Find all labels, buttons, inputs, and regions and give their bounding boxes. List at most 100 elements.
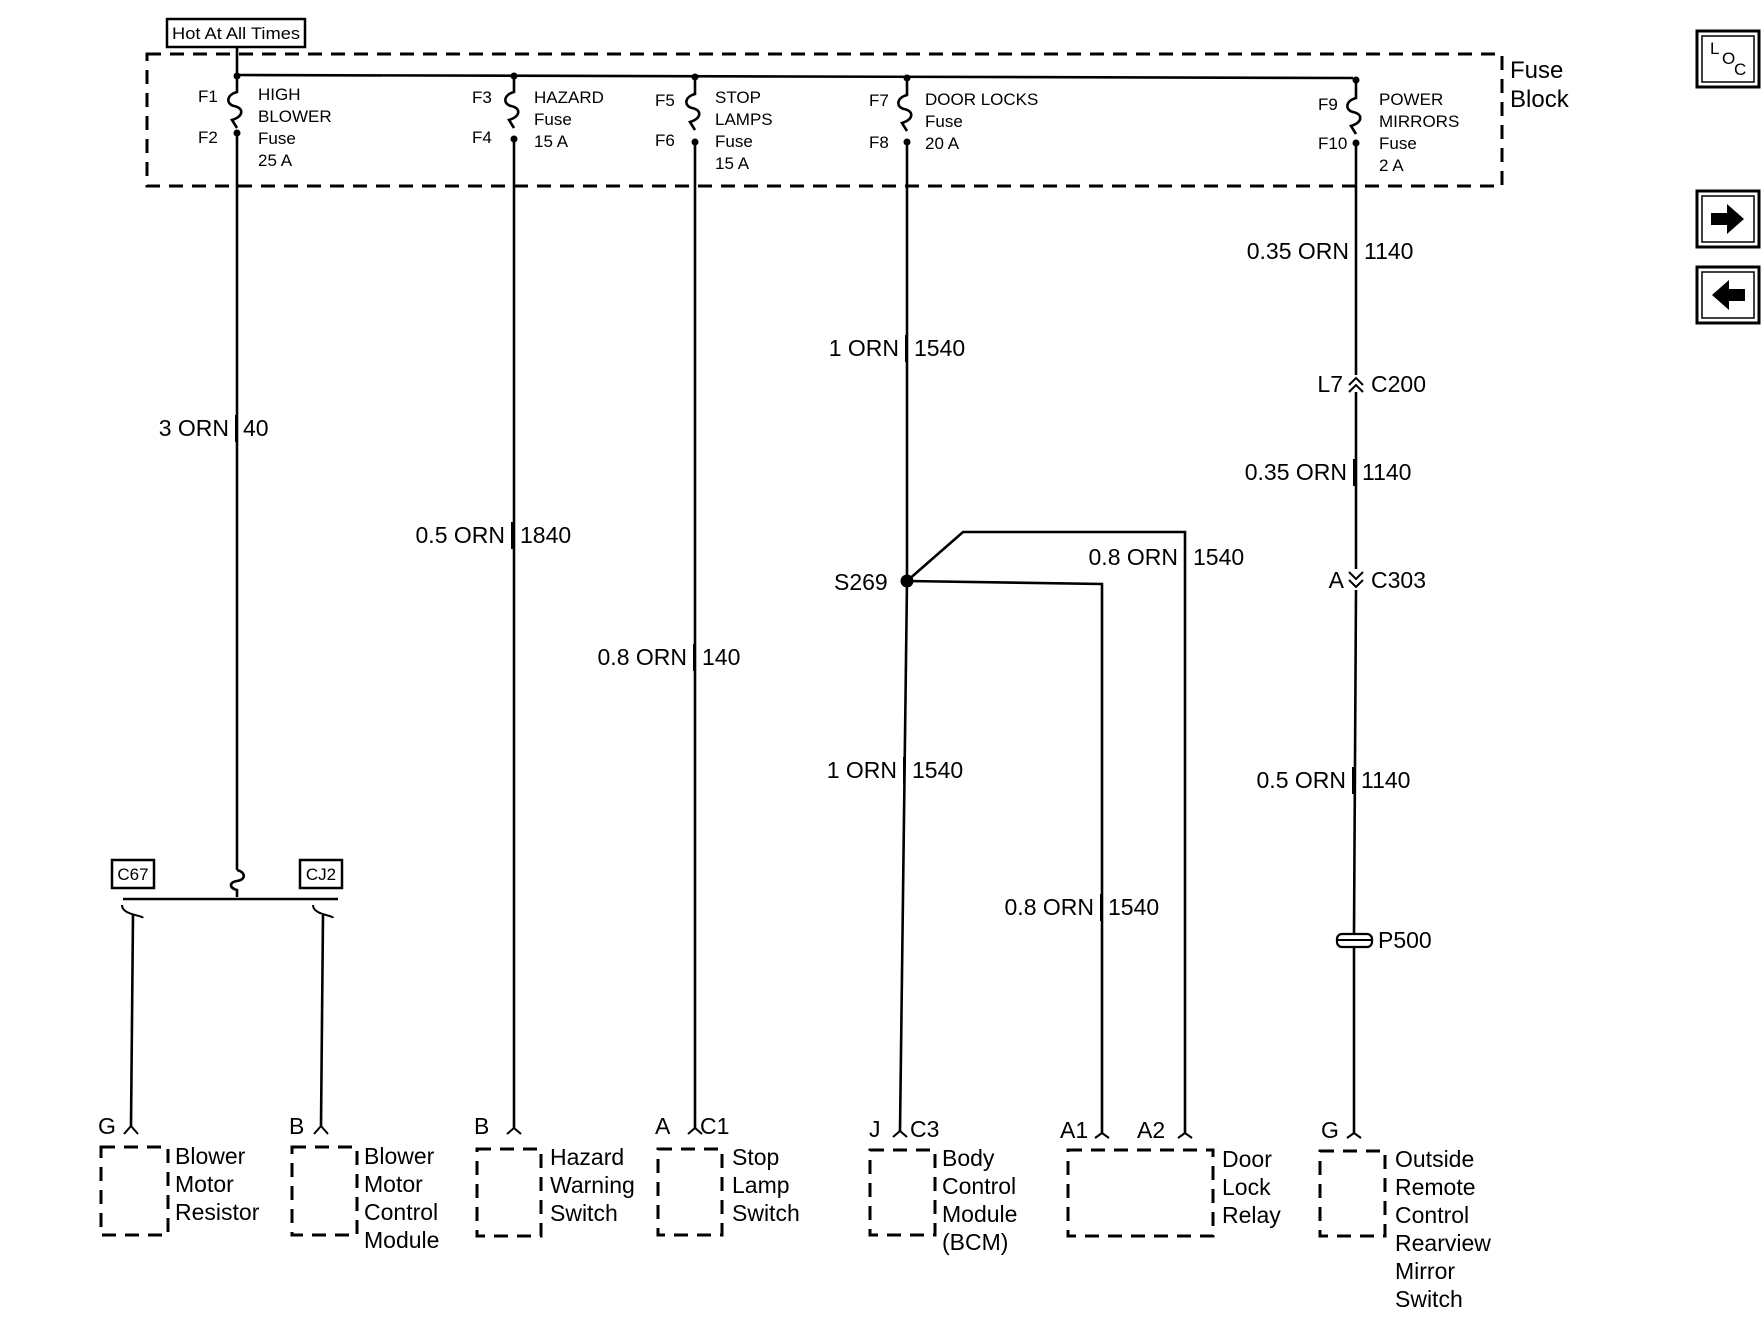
fuse-stop-lamps-name1: STOP [715,88,761,107]
fuse-power-mirrors-name3: Fuse [1379,134,1417,153]
component-mirror-switch: G Outside Remote Control Rearview Mirror… [1318,1117,1491,1312]
door-lock-relay-name2: Lock [1222,1174,1271,1200]
wire-label-1140-lower-size: 0.5 ORN [1257,767,1346,793]
arrow-right-icon [1711,204,1744,234]
wire-label-1540-lower-size: 1 ORN [827,757,897,783]
hazard-warning-switch-name2: Warning [550,1172,635,1198]
hazard-warning-switch-name1: Hazard [550,1144,624,1170]
bcm-name3: Module [942,1201,1017,1227]
hot-bus [236,73,1354,80]
previous-page-button[interactable] [1695,265,1761,325]
blower-motor-control-module-name3: Control [364,1199,438,1225]
connector-cj2-label: CJ2 [306,865,336,884]
connector-c200-label: C200 [1371,371,1426,397]
fuse-f9-label: F9 [1318,95,1338,114]
pin-j-bcm: J [869,1116,881,1142]
fuse-power-mirrors: F9 F10 POWER MIRRORS Fuse 2 A [1318,76,1459,375]
fuse-high-blower-name3: Fuse [258,129,296,148]
fuse-power-mirrors-name4: 2 A [1379,156,1404,175]
mirror-switch-name3: Control [1395,1202,1469,1228]
fuse-power-mirrors-name2: MIRRORS [1379,112,1459,131]
pin-a2-relay: A2 [1137,1117,1165,1143]
stop-lamp-switch-name3: Switch [732,1200,800,1226]
blower-motor-resistor-name2: Motor [175,1171,234,1197]
connector-c200-symbol [1348,376,1364,393]
connector-c67-box [110,858,156,890]
mirror-switch-name6: Switch [1395,1286,1463,1312]
wire-1540-relay-a1 [906,579,1104,1133]
blower-motor-control-module-name4: Module [364,1227,439,1253]
wire-label-1140-lower-circuit: 1140 [1361,767,1410,793]
fuse-hazard-name2: Fuse [534,110,572,129]
fuse-f3-label: F3 [472,88,492,107]
mirror-switch-name5: Mirror [1395,1258,1455,1284]
wire-label-1140-upper-size: 0.35 ORN [1247,238,1349,264]
connector-c67-label: C67 [117,865,148,884]
wire-1140-segment-3 [1352,589,1358,935]
fuse-door-locks-name2: Fuse [925,112,963,131]
fuse-door-locks-name3: 20 A [925,134,960,153]
fuse-door-locks: F7 F8 DOOR LOCKS Fuse 20 A [869,74,1038,581]
fuse-stop-lamps-name4: 15 A [715,154,750,173]
hazard-warning-switch-name3: Switch [550,1200,618,1226]
component-hazard-warning-switch: B Hazard Warning Switch [474,1113,635,1238]
fuse-high-blower-name4: 25 A [258,151,293,170]
fuse-hazard-name3: 15 A [534,132,569,151]
fuse-high-blower-name1: HIGH [258,85,301,104]
locator-letter-c: C [1734,60,1746,79]
mirror-switch-name1: Outside [1395,1146,1474,1172]
wire-label-140-size: 0.8 ORN [598,644,687,670]
fuse-stop-lamps-name2: LAMPS [715,110,773,129]
connector-c303-symbol [1348,571,1364,589]
pin-g-resistor: G [98,1113,116,1139]
wire-label-140-circuit: 140 [702,644,740,670]
wire-label-1540-upper-size: 1 ORN [829,335,899,361]
fuse-door-locks-name1: DOOR LOCKS [925,90,1038,109]
component-blower-motor-control-module: B Blower Motor Control Module [289,1113,439,1253]
stop-lamp-switch-name1: Stop [732,1144,779,1170]
pin-b-hazard: B [474,1113,489,1139]
wire-40-crossover [229,868,246,897]
wire-label-1840-size: 0.5 ORN [416,522,505,548]
wire-label-1140-middle-circuit: 1140 [1362,459,1411,485]
connector-c303-label: C303 [1371,567,1426,593]
connector-c67-symbol [121,904,144,919]
blower-motor-control-module-name1: Blower [364,1143,435,1169]
wire-1540-relay-a2 [906,530,1187,1133]
fuse-high-blower-name2: BLOWER [258,107,332,126]
pin-c3-bcm: C3 [910,1116,939,1142]
fuse-block-label-line1: Fuse [1510,57,1563,84]
fuse-stop-lamps: F5 F6 STOP LAMPS Fuse 15 A [655,73,773,1128]
locator-button[interactable]: L O C [1695,29,1761,89]
fuse-high-blower: F1 F2 HIGH BLOWER Fuse 25 A [198,72,332,870]
door-lock-relay-name3: Relay [1222,1202,1281,1228]
pin-a1-relay: A1 [1060,1117,1088,1143]
label-separators [235,238,1357,921]
connector-l7-label: L7 [1317,371,1343,397]
wire-label-1540-relay-a2-size: 0.8 ORN [1089,544,1178,570]
locator-letter-o: O [1722,49,1735,68]
wire-label-1840-circuit: 1840 [520,522,571,548]
pin-a-stop-lamp: A [655,1113,671,1139]
wire-label-1540-upper-circuit: 1540 [914,335,965,361]
fuse-block-label-line2: Block [1510,86,1570,113]
wire-40-cj2-branch [319,914,325,1127]
next-page-button[interactable] [1695,189,1761,249]
component-door-lock-relay: A1 A2 Door Lock Relay [1060,1117,1281,1238]
wire-label-1540-lower-circuit: 1540 [912,757,963,783]
pin-g-mirror: G [1321,1117,1339,1143]
wire-label-1140-middle-size: 0.35 ORN [1245,459,1347,485]
fuse-f7-label: F7 [869,91,889,110]
mirror-switch-name4: Rearview [1395,1230,1491,1256]
fuse-block-outline [145,52,1504,188]
component-stop-lamp-switch: A C1 Stop Lamp Switch [655,1113,800,1237]
fuse-f6-label: F6 [655,131,675,150]
fuse-f2-label: F2 [198,128,218,147]
wire-label-1540-relay-a2-circuit: 1540 [1193,544,1244,570]
connector-cj2-symbol [312,904,334,919]
blower-motor-resistor-name1: Blower [175,1143,246,1169]
wire-label-1140-upper-circuit: 1140 [1364,238,1413,264]
fuse-hazard-name1: HAZARD [534,88,604,107]
wire-label-1540-relay-a1-circuit: 1540 [1108,894,1159,920]
door-lock-relay-name1: Door [1222,1146,1272,1172]
